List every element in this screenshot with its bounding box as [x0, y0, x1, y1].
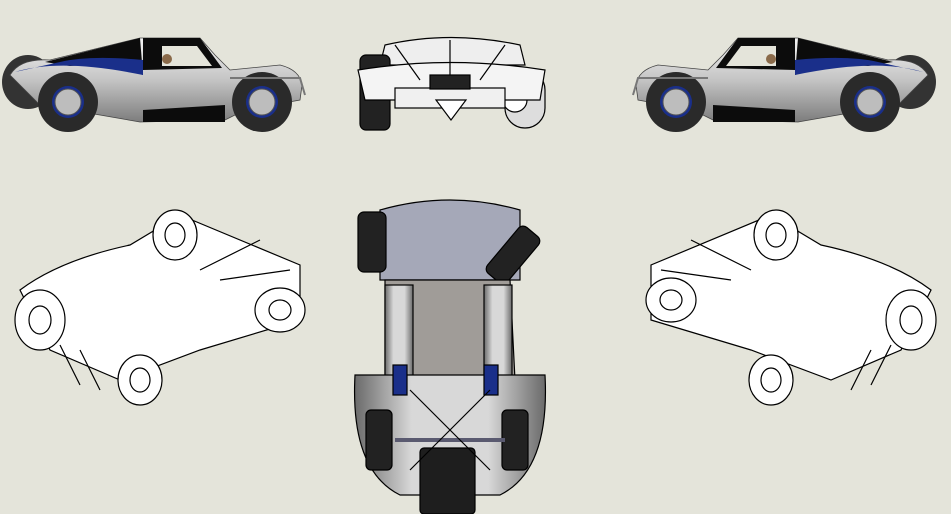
- car-front-view: [357, 36, 546, 131]
- car-side-view-left: [1, 37, 306, 133]
- car-side-view-right: [632, 37, 937, 133]
- car-top-view: [353, 199, 547, 514]
- car-isometric-view-right: [645, 209, 937, 406]
- car-isometric-view-left: [14, 209, 306, 406]
